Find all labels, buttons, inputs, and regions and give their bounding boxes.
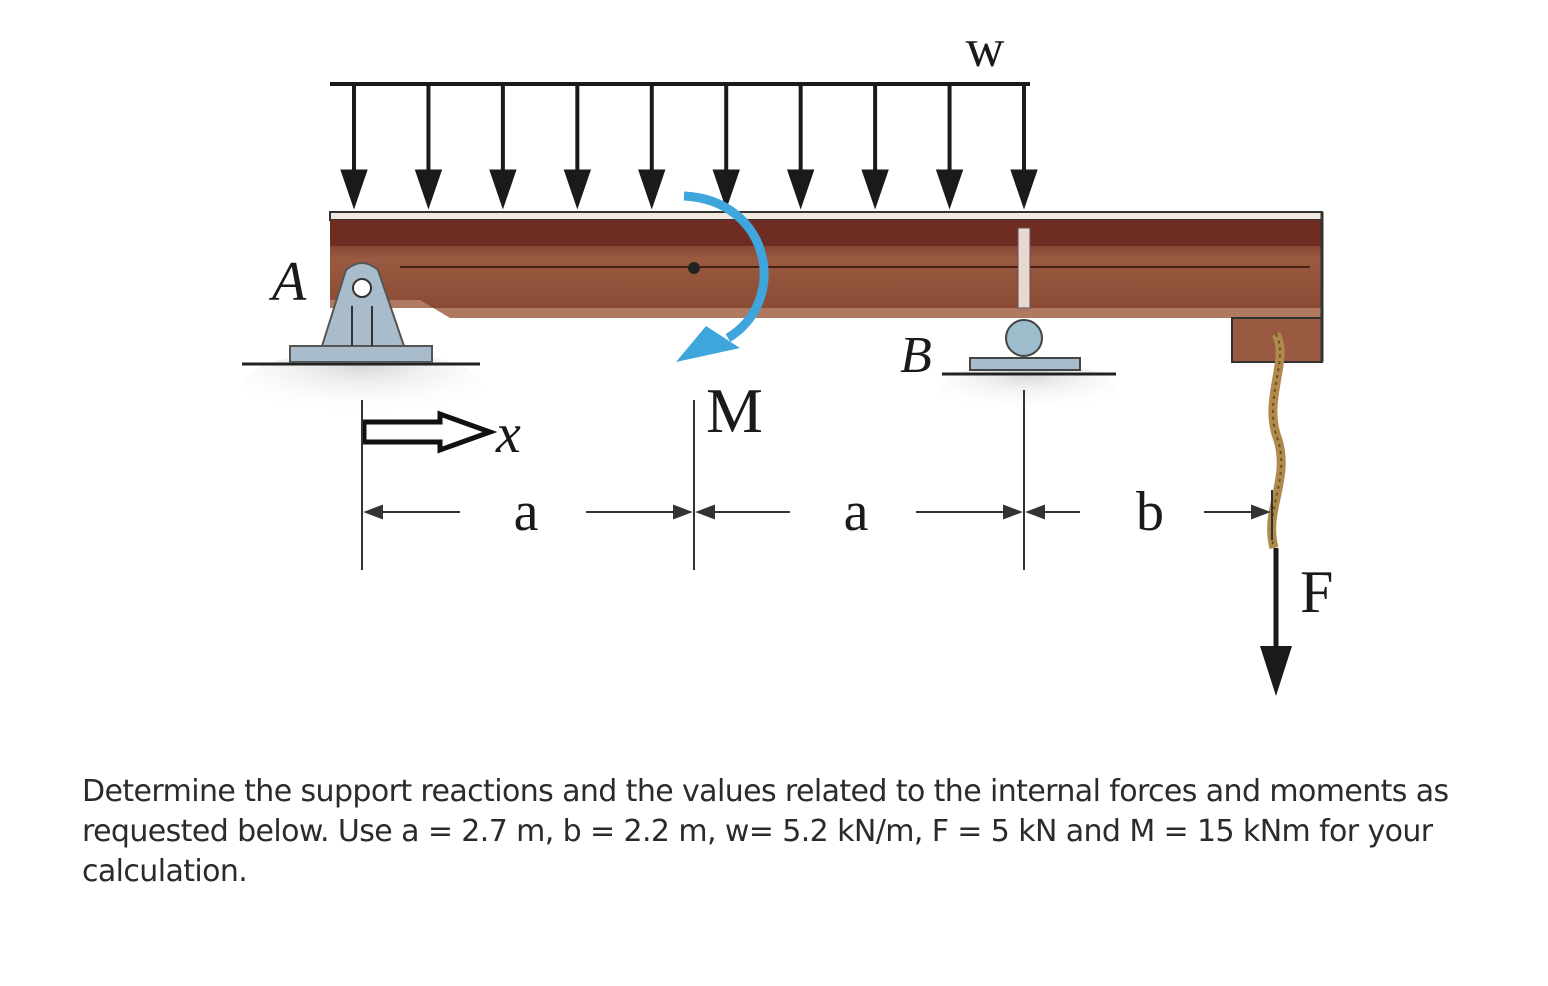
load-arrow-head xyxy=(489,169,517,210)
force-label: F xyxy=(1300,559,1333,625)
load-arrow-head xyxy=(861,169,889,210)
dimension-a2-label: a xyxy=(844,481,869,543)
load-arrow-head xyxy=(1010,169,1038,210)
load-arrow-head xyxy=(935,169,964,210)
distributed-load-arrows xyxy=(330,82,1038,210)
support-b-label: B xyxy=(900,327,932,384)
moment-label: M xyxy=(706,375,763,446)
moment-arrow xyxy=(676,191,769,362)
pin-support-a xyxy=(242,262,482,422)
support-a-label: A xyxy=(268,251,307,313)
dimension-a1-label: a xyxy=(514,481,539,543)
beam xyxy=(329,211,1324,363)
load-arrow-head xyxy=(563,169,592,210)
load-arrow-head xyxy=(712,169,740,210)
x-axis-arrow xyxy=(361,410,498,454)
force-arrow xyxy=(1260,548,1292,696)
beam-diagram: w M A x B xyxy=(242,18,1333,696)
load-arrow-head xyxy=(638,169,666,210)
problem-statement: Determine the support reactions and the … xyxy=(82,774,1449,889)
load-arrow-head xyxy=(786,169,815,210)
roller-support-b xyxy=(938,319,1118,418)
rope xyxy=(1267,331,1286,550)
distributed-load-label: w xyxy=(966,18,1005,78)
load-arrow-head xyxy=(414,169,443,210)
x-axis-label: x xyxy=(495,403,521,465)
load-arrow-head xyxy=(340,169,368,210)
dimension-b-label: b xyxy=(1136,481,1164,543)
dimension-lines xyxy=(361,390,1273,570)
